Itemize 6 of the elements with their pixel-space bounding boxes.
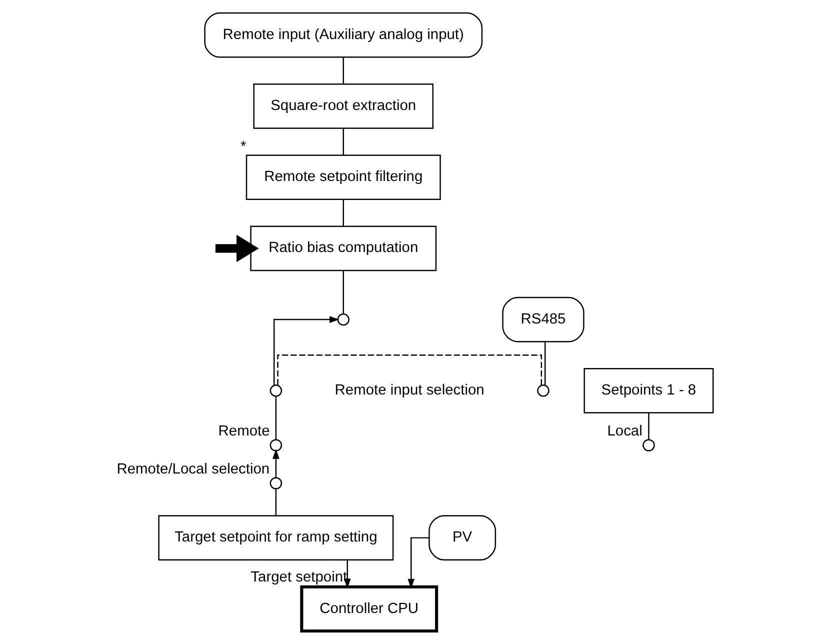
node-label: * [240, 139, 246, 156]
node-label: Local [607, 424, 642, 440]
node-label: Remote/Local selection [116, 462, 270, 478]
node-label: Remote [218, 424, 270, 440]
edge-label: Target setpoint [250, 569, 348, 586]
label: Remote input selection [334, 382, 484, 398]
